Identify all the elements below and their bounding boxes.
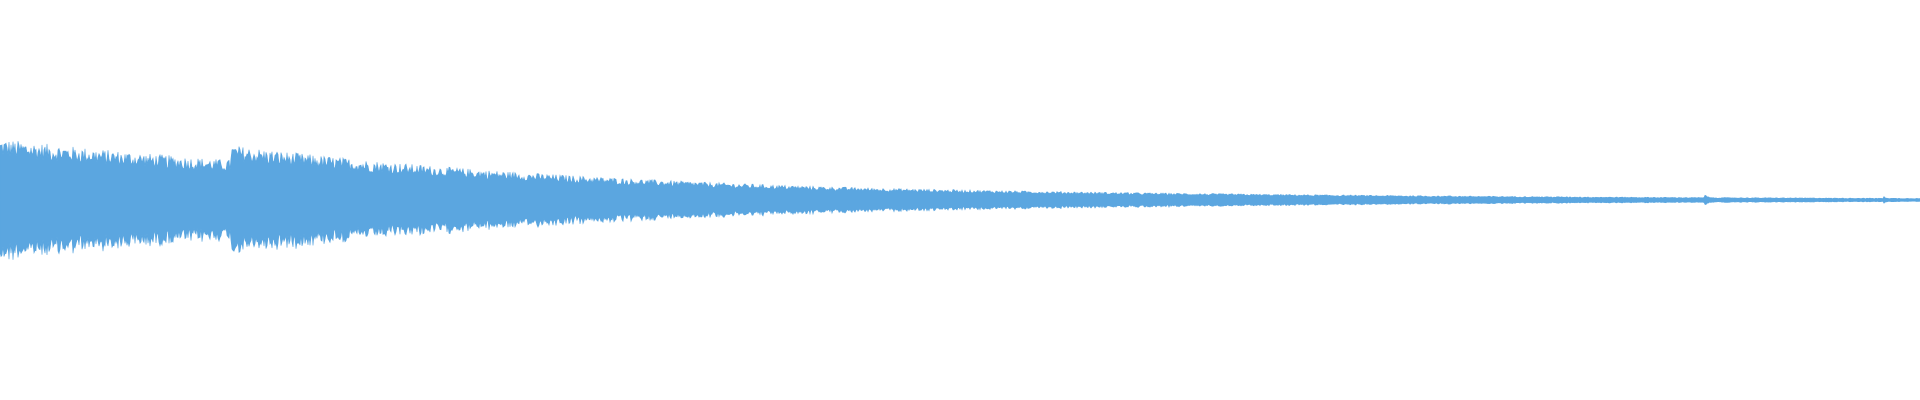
waveform-shape <box>0 141 1920 260</box>
